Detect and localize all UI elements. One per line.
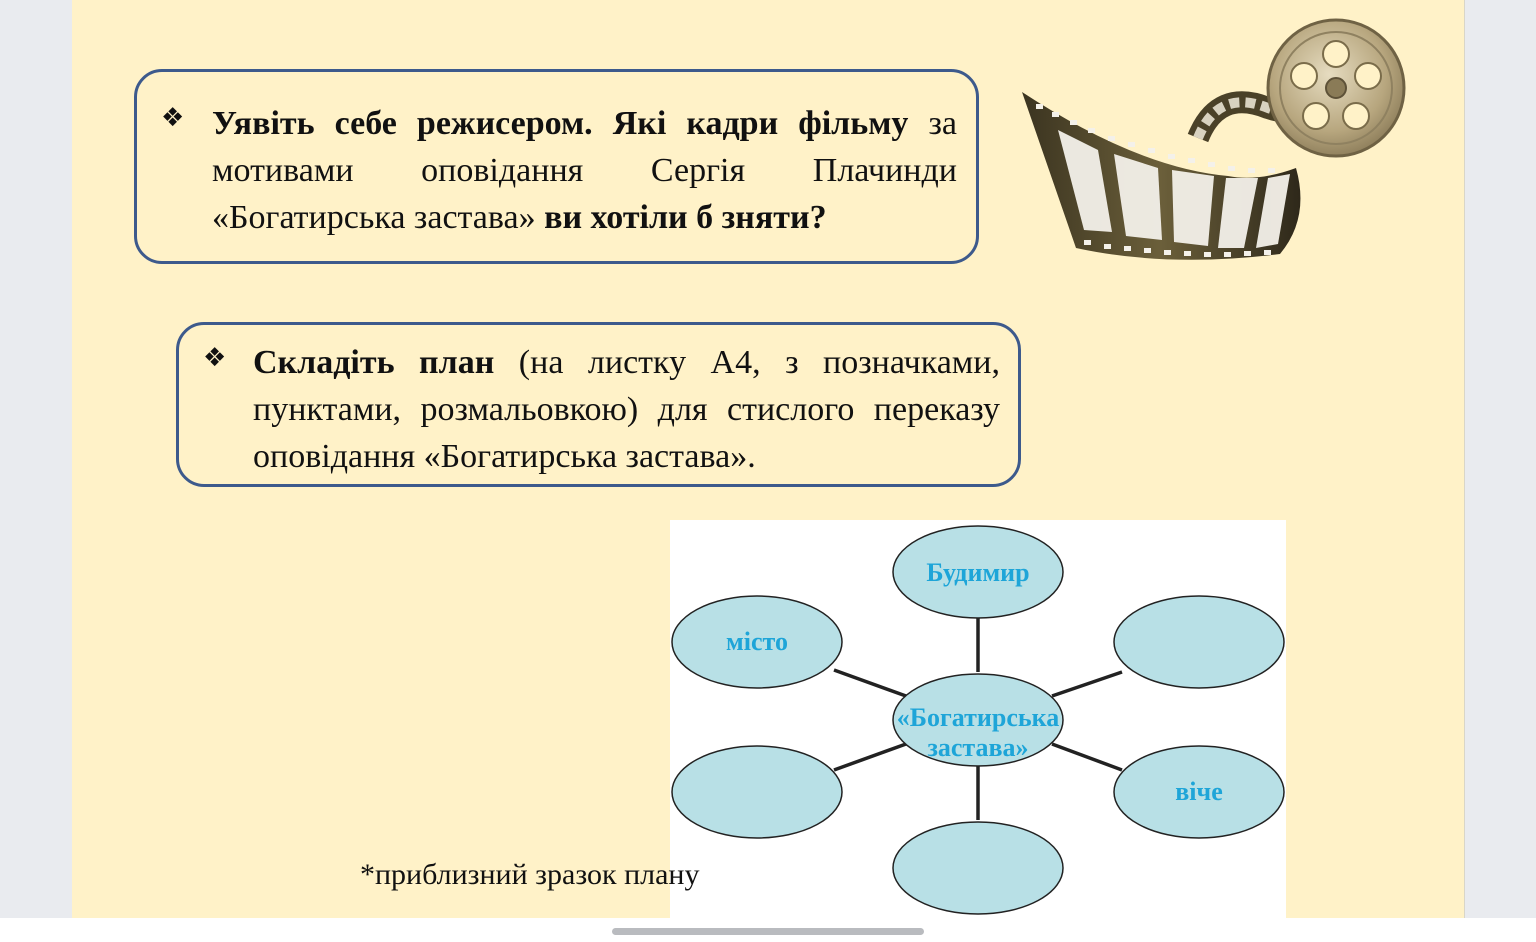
mind-map-node-top-left [671,595,843,689]
task-bold-start: Уявіть себе режисером. Які кадри фільму [212,105,909,142]
plan-sample-note: *приблизний зразок плану [360,858,700,891]
mind-map-node-top-right [1113,595,1285,689]
node-label-center-line1: «Богатирська [897,703,1059,732]
diamond-bullet-icon: ❖ [161,103,185,133]
horizontal-scrollbar[interactable] [612,928,924,935]
window-frame-right [1464,0,1536,918]
film-reel-icon [1022,18,1406,260]
task-text-director: Уявіть себе режисером. Які кадри фільму … [212,100,957,241]
window-frame-left [0,0,72,918]
task-middle: за мотивами оповідання Сергія Плачинди «… [212,105,957,236]
mind-map-node-center [892,673,1064,767]
mind-map-connectors [833,618,1123,820]
mind-map-node-bottom-right [1113,745,1285,839]
mind-map-node-bottom [892,821,1064,915]
task-box-director: ❖ Уявіть себе режисером. Які кадри фільм… [134,69,979,264]
mind-map-diagram: Будимир місто «Богатирська застава» віче [670,520,1286,918]
node-label-center-line2: застава» [927,733,1028,762]
node-label-bottom-right: віче [1175,777,1222,806]
task-plan-rest: (на листку А4, з позначками, пунктами, р… [253,344,1000,475]
task-text-plan: Складіть план (на листку А4, з позначкам… [253,339,1000,480]
task-bold-end: ви хотіли б зняти? [544,199,827,236]
mind-map-node-bottom-left [671,745,843,839]
mind-map-node-top [892,525,1064,619]
node-label-top: Будимир [926,558,1029,587]
diamond-bullet-icon: ❖ [203,343,227,373]
task-plan-bold: Складіть план [253,344,495,381]
task-box-plan: ❖ Складіть план (на листку А4, з позначк… [176,322,1021,487]
node-label-top-left: місто [726,627,788,656]
